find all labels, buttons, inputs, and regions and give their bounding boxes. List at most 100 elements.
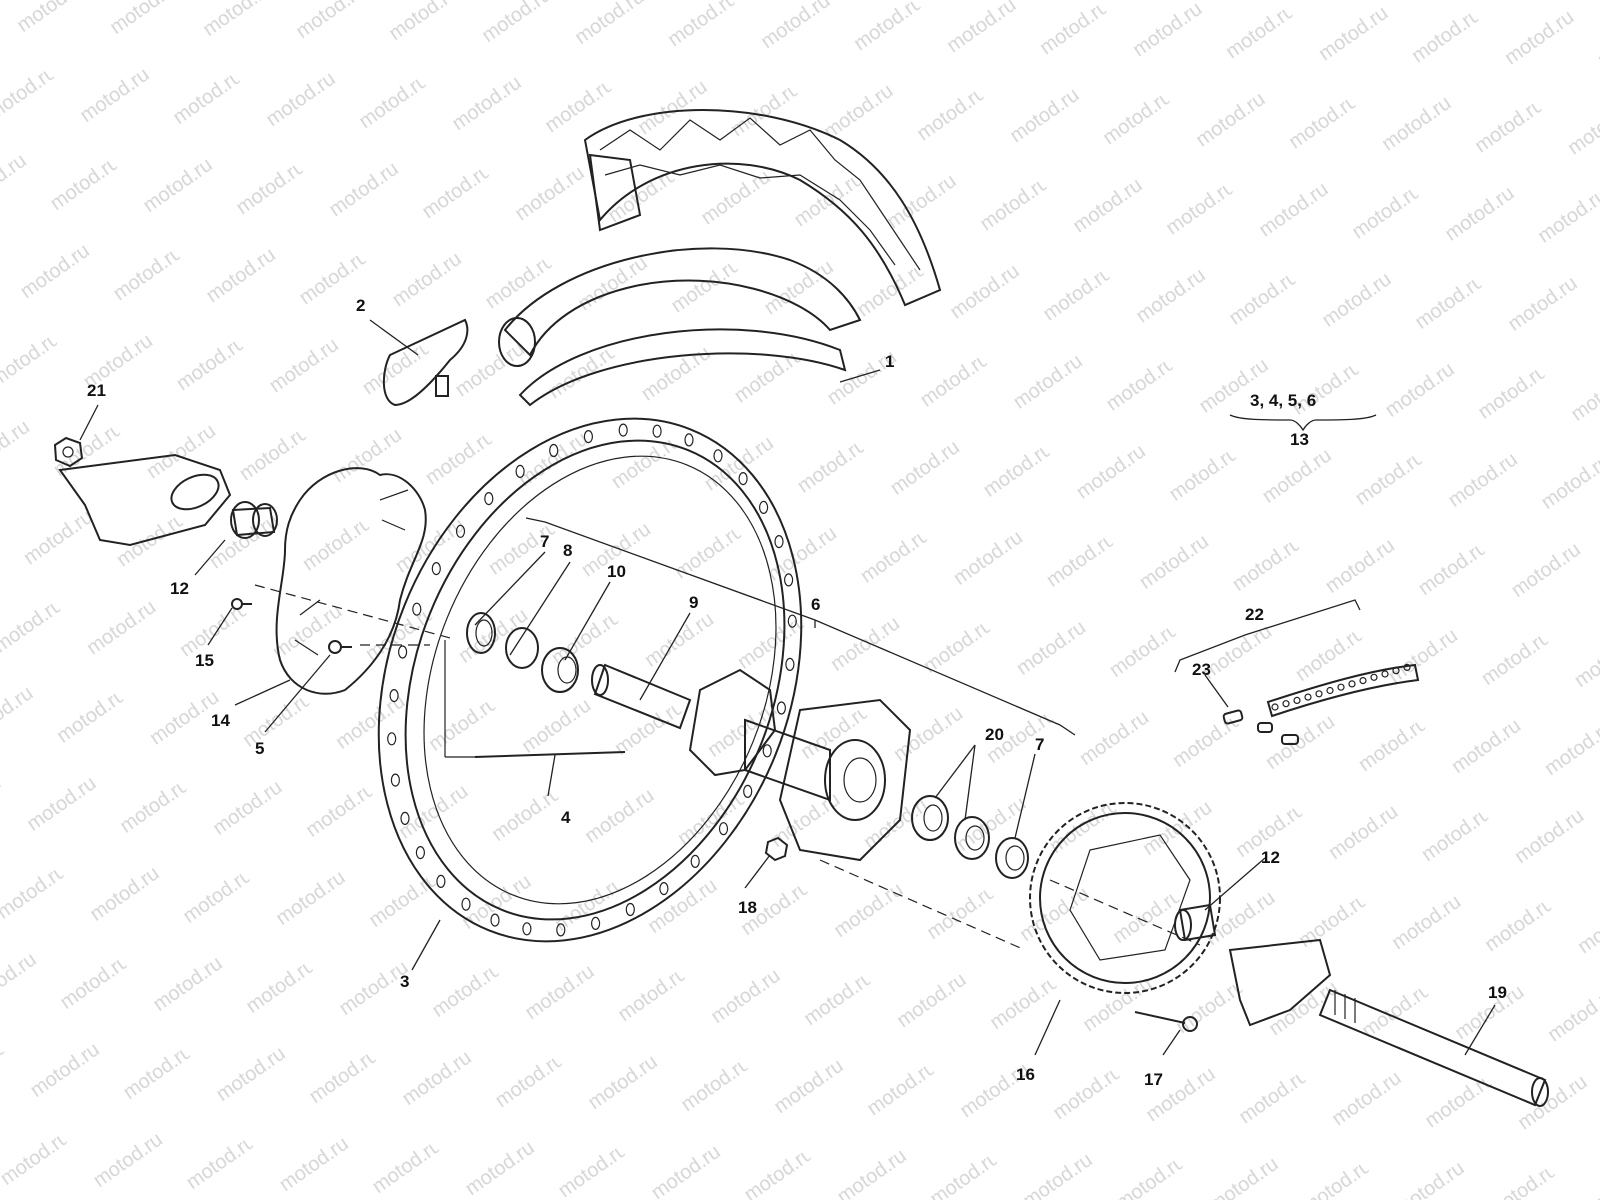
- callout-2: 2: [356, 296, 365, 315]
- rim: [377, 417, 803, 943]
- rim-spoke-hole: [787, 614, 797, 628]
- rim-spoke-hole: [549, 443, 559, 458]
- spacer-right: [1174, 903, 1217, 942]
- spacer-left: [230, 501, 278, 539]
- axle-nut: [53, 436, 84, 468]
- callout-7-right: 7: [1035, 735, 1044, 754]
- rim-spoke-hole: [400, 811, 410, 826]
- rim-spoke-hole: [774, 534, 784, 549]
- rim-spoke-hole: [625, 902, 635, 917]
- valve-screw: [328, 640, 352, 654]
- rim-spoke-hole: [776, 701, 787, 715]
- callout-12-right: 12: [1261, 848, 1280, 867]
- callout-19: 19: [1488, 983, 1507, 1002]
- chain-link: [1271, 703, 1279, 711]
- hub-assembly-bracket: [525, 517, 1076, 736]
- kit-group-label: 13: [1290, 430, 1309, 449]
- callout-labels: 1 2 3 4 5 6 7 7 8 9 10 12 12 14 15 16 17…: [87, 296, 1507, 1089]
- callout-8: 8: [563, 541, 572, 560]
- rim-spoke-hole: [590, 916, 601, 931]
- rim-spoke-hole: [390, 773, 400, 787]
- chain-link: [1370, 673, 1378, 681]
- chain-link: [1348, 680, 1356, 688]
- chain-link: [1337, 683, 1345, 691]
- callout-6: 6: [811, 595, 820, 614]
- rim-spoke-hole: [490, 913, 500, 927]
- swingarm-right: [1228, 938, 1332, 1027]
- rim-spoke-hole: [743, 784, 753, 799]
- drive-chain: [1266, 663, 1420, 718]
- rim-spoke-hole: [389, 688, 399, 703]
- chain-link: [1403, 663, 1411, 672]
- callout-23: 23: [1192, 660, 1211, 679]
- rim-spoke-hole: [785, 657, 795, 672]
- swingarm-left: [58, 453, 232, 547]
- chain-group-bracket: [1174, 599, 1361, 673]
- rear-sprocket: [1029, 802, 1221, 994]
- rim-spoke-hole: [415, 845, 425, 860]
- chain-link: [1282, 700, 1290, 708]
- spoke: [444, 640, 626, 758]
- rim-spoke-hole: [652, 424, 662, 438]
- chain-link: [1359, 676, 1367, 685]
- rim-spoke-hole: [713, 449, 723, 463]
- rim-spoke-hole: [412, 602, 422, 616]
- rim-spoke-hole: [484, 492, 494, 506]
- sprocket-bolt: [1134, 1011, 1198, 1032]
- axle-spacer-tube: [591, 663, 692, 730]
- callout-14: 14: [211, 711, 230, 730]
- rim-spoke-hole: [762, 744, 772, 758]
- leader-lines: [79, 319, 1496, 1056]
- callout-5: 5: [255, 739, 264, 758]
- rim-spoke-hole: [455, 524, 466, 538]
- kit-group-items: 3, 4, 5, 6: [1250, 391, 1316, 410]
- rim-spoke-hole: [718, 822, 729, 836]
- callout-20: 20: [985, 725, 1004, 744]
- callout-17: 17: [1144, 1070, 1163, 1089]
- callout-22: 22: [1245, 605, 1264, 624]
- rim-tape: [518, 328, 847, 407]
- rim-spoke-hole: [738, 472, 748, 486]
- chain-master-link: [1222, 709, 1299, 745]
- seal-left: [466, 612, 496, 654]
- disc-bolt: [231, 598, 252, 610]
- rear-axle: [1318, 988, 1549, 1107]
- rim-spoke-hole: [461, 897, 471, 911]
- rim-spoke-hole: [398, 645, 408, 659]
- rim-spoke-hole: [387, 732, 397, 746]
- callout-16: 16: [1016, 1065, 1035, 1084]
- rim-spoke-hole: [618, 423, 628, 437]
- callout-10: 10: [607, 562, 626, 581]
- tyre-section: [583, 109, 942, 307]
- rim-spoke-hole: [684, 433, 694, 447]
- rim-spoke-hole: [659, 881, 669, 896]
- callout-4: 4: [561, 808, 571, 827]
- callout-15: 15: [195, 651, 214, 670]
- chain-link: [1381, 670, 1389, 678]
- callout-9: 9: [689, 593, 698, 612]
- sprocket-nut: [764, 836, 789, 862]
- chain-link: [1392, 667, 1400, 675]
- callout-18: 18: [738, 898, 757, 917]
- rim-spoke-hole: [583, 430, 594, 444]
- rim-spoke-hole: [436, 874, 446, 889]
- chain-link: [1304, 693, 1312, 701]
- kit-brace: [1229, 414, 1377, 432]
- callout-21: 21: [87, 381, 106, 400]
- rim-spoke-hole: [690, 854, 700, 869]
- callout-12-left: 12: [170, 579, 189, 598]
- chain-link: [1326, 686, 1334, 695]
- callout-7-left: 7: [540, 532, 549, 551]
- rim-spoke-hole: [758, 500, 769, 514]
- brake-disc: [275, 467, 427, 695]
- rim-spoke-hole: [556, 923, 566, 937]
- rim-spoke-hole: [431, 561, 441, 576]
- circlip: [505, 627, 539, 669]
- rim-spoke-hole: [515, 464, 525, 478]
- callout-3: 3: [400, 972, 409, 991]
- rim-lock: [382, 318, 469, 407]
- bearing-right-a: [911, 795, 949, 841]
- assembly-axis-lines: [254, 584, 1201, 951]
- callout-1: 1: [885, 352, 894, 371]
